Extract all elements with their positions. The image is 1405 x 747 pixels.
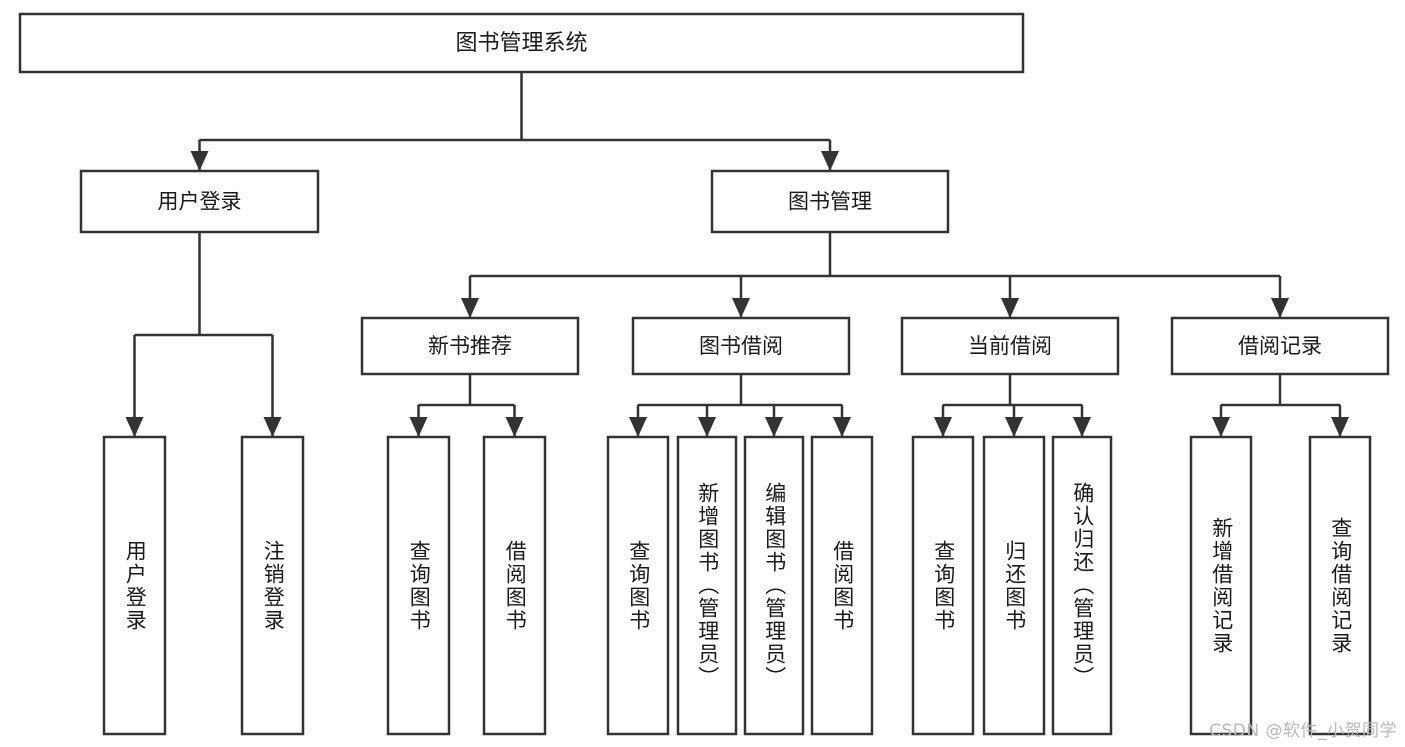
node-box-root[interactable]: [18, 12, 1025, 74]
node-box-current-borrow[interactable]: [900, 316, 1120, 376]
node-box-leaf-query-book-2[interactable]: [606, 435, 670, 736]
arrow-head: [934, 417, 952, 437]
arrow-head: [1001, 298, 1019, 318]
watermark: CSDN @软件_小贺同学: [1209, 721, 1397, 741]
arrow-head: [1005, 417, 1023, 437]
node-box-leaf-query-book-1[interactable]: [386, 435, 451, 736]
arrow-head: [125, 417, 144, 437]
node-box-new-book-recommend[interactable]: [360, 316, 580, 376]
node-label-borrow-record: 借阅记录: [1238, 334, 1322, 358]
node-label-root: 图书管理系统: [455, 31, 587, 56]
arrow-head: [1212, 417, 1230, 437]
node-box-borrow-record[interactable]: [1170, 316, 1390, 376]
arrow-head: [409, 417, 428, 437]
node-box-user-login[interactable]: [79, 169, 320, 234]
arrow-head: [1073, 417, 1091, 437]
arrow-head: [263, 417, 282, 437]
node-box-leaf-logout[interactable]: [240, 435, 305, 736]
arrow-head: [732, 298, 750, 318]
node-box-leaf-add-book[interactable]: [676, 435, 738, 736]
node-box-leaf-borrow-book-1[interactable]: [482, 435, 547, 736]
node-label-book-manage: 图书管理: [788, 190, 872, 214]
arrow-head: [461, 298, 479, 318]
node-box-leaf-user-login[interactable]: [102, 435, 167, 736]
arrow-head: [1331, 417, 1349, 437]
node-box-leaf-add-record[interactable]: [1189, 435, 1253, 736]
arrow-head: [765, 417, 783, 437]
node-label-user-login: 用户登录: [158, 190, 242, 214]
node-label-current-borrow: 当前借阅: [968, 334, 1052, 358]
arrow-head: [1271, 298, 1289, 318]
node-box-book-borrow[interactable]: [631, 316, 851, 376]
node-box-leaf-return-book[interactable]: [982, 435, 1046, 736]
node-label-book-borrow: 图书借阅: [699, 334, 783, 358]
node-label-new-book-recommend: 新书推荐: [428, 334, 512, 358]
nodes-layer: [18, 12, 1390, 736]
node-box-book-manage[interactable]: [710, 169, 950, 234]
node-box-leaf-query-record[interactable]: [1308, 435, 1372, 736]
arrow-head: [698, 417, 716, 437]
node-box-leaf-query-book-3[interactable]: [911, 435, 975, 736]
node-box-leaf-borrow-book-2[interactable]: [810, 435, 874, 736]
edges-layer: [125, 72, 1349, 437]
arrow-head: [629, 417, 647, 437]
arrow-head: [821, 151, 839, 171]
node-box-leaf-edit-book[interactable]: [743, 435, 805, 736]
node-box-leaf-confirm-return[interactable]: [1051, 435, 1113, 736]
arrow-head: [505, 417, 524, 437]
arrow-head: [833, 417, 851, 437]
arrow-head: [190, 151, 209, 171]
